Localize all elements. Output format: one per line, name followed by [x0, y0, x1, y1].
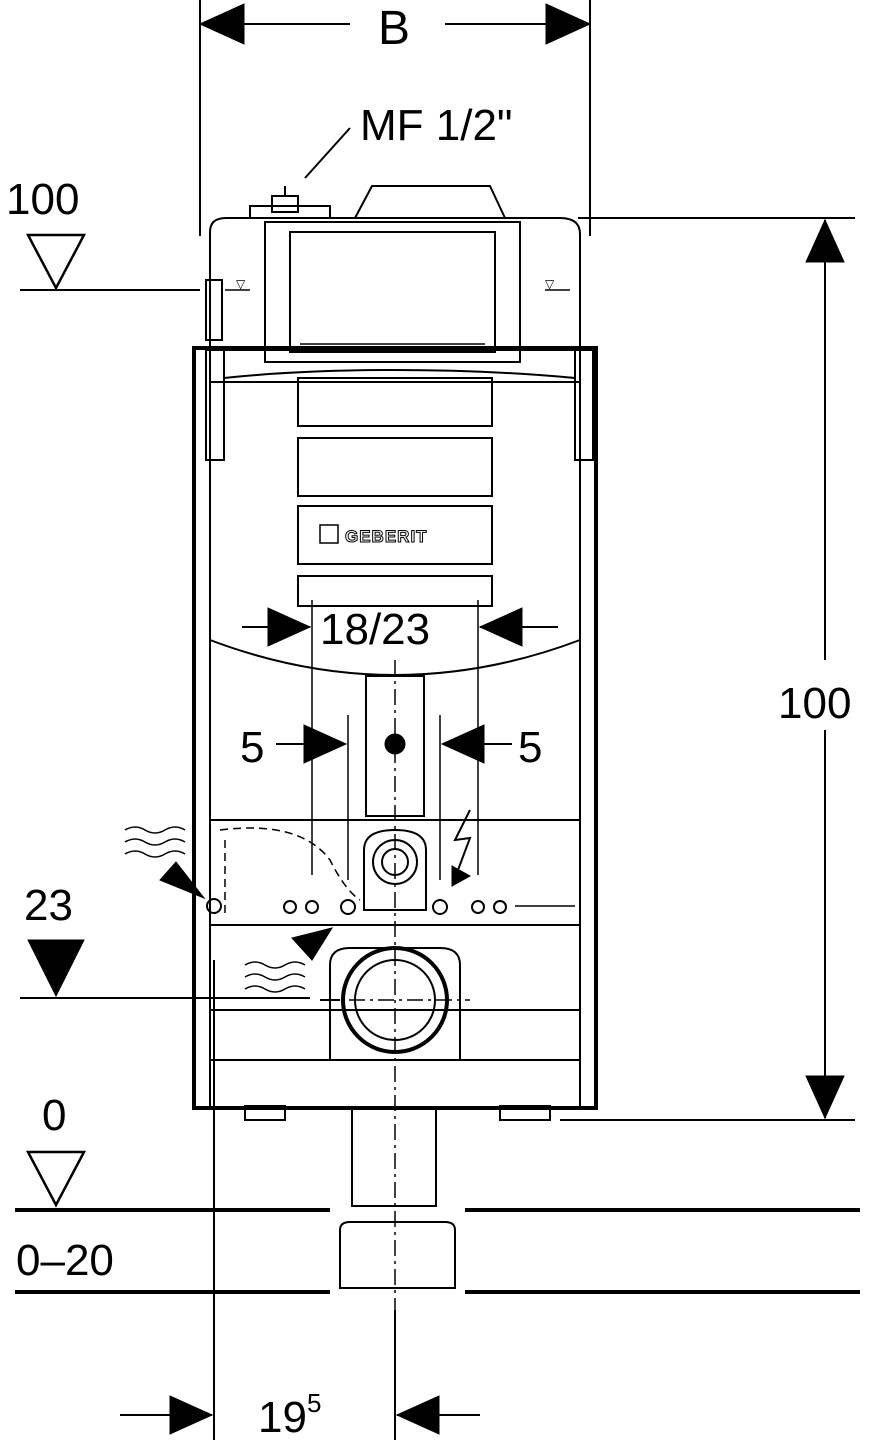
label-offset: 195: [258, 1388, 321, 1440]
label-level-top: 100: [6, 175, 79, 224]
label-flush-dim: 18/23: [320, 605, 430, 654]
cistern: ▽ ▽: [205, 185, 581, 363]
label-level-outlet: 23: [24, 881, 73, 930]
label-floor-range: 0–20: [16, 1236, 114, 1285]
dimension-height: [560, 217, 855, 1121]
dimension-flush: [242, 600, 558, 875]
water-arrows: [124, 826, 334, 993]
level-marker-floor: [25, 1150, 87, 1208]
drain-pipe-lower: [339, 1107, 456, 1289]
dimension-sides: [276, 724, 512, 764]
svg-text:▽: ▽: [545, 277, 555, 291]
svg-text:▽: ▽: [236, 277, 246, 291]
dimension-offset: [120, 960, 480, 1440]
floor-lines: [15, 1208, 860, 1294]
drain-pipe-upper: [347, 660, 441, 1330]
label-side-right: 5: [518, 723, 542, 772]
brand-logo: GEBERIT: [345, 527, 428, 546]
outlet-bend: [320, 946, 470, 1060]
label-supply-connection: MF 1/2": [360, 101, 513, 150]
level-marker-outlet: [20, 939, 310, 999]
label-side-left: 5: [240, 723, 264, 772]
actuator-plate: [209, 377, 581, 676]
leader-supply: [304, 127, 351, 179]
label-height-total: 100: [778, 679, 851, 728]
connection-block: [206, 809, 575, 915]
label-level-floor: 0: [42, 1091, 66, 1140]
dimension-width-b: [198, 0, 592, 236]
level-marker-top: [20, 233, 200, 291]
label-width-b: B: [378, 2, 410, 55]
